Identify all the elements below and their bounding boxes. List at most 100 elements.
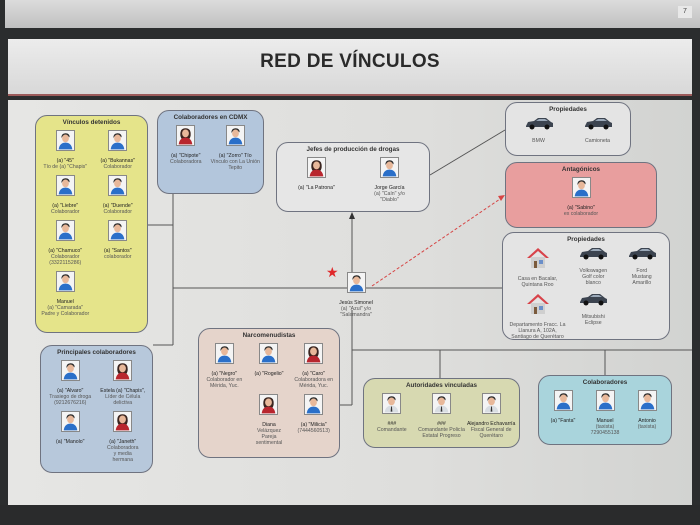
- group-title: Principales colaboradores: [57, 349, 136, 356]
- person-card[interactable]: Manuel(taxista)7290455138: [584, 390, 626, 436]
- connector: [429, 129, 506, 176]
- item-detail: Mustang: [631, 274, 652, 280]
- person-card[interactable]: (a) "Fanta": [542, 390, 584, 436]
- item-detail: Amarillo: [632, 280, 652, 286]
- person-card[interactable]: (a) "Alvaro"Trasiego de droga(9212676216…: [44, 360, 97, 406]
- item-name: Manuel: [56, 299, 74, 305]
- group-title: Vínculos detenidos: [62, 119, 121, 126]
- person-card[interactable]: (a) "Sabino"ex colaborador: [509, 177, 653, 217]
- male-person-icon: [553, 390, 573, 418]
- person-card[interactable]: (a) "Duende"Colaborador: [92, 175, 145, 215]
- item-detail: Colaborador: [50, 209, 80, 215]
- item-name: (a) "Chipote": [171, 153, 201, 159]
- male-person-icon: [108, 175, 128, 203]
- male-person-icon: [55, 220, 75, 248]
- item-detail: Estatal Progreso: [422, 433, 461, 439]
- car-icon: [524, 117, 554, 138]
- person-card[interactable]: (a) "Bukannas"Colaborador: [92, 130, 145, 170]
- person-card[interactable]: (a) "Milicia"(7444560513): [291, 394, 336, 446]
- male-person-icon: [225, 125, 245, 153]
- page-number: 7: [678, 6, 692, 18]
- item-detail: Colaboradora: [107, 445, 139, 451]
- title-bar: RED DE VÍNCULOS: [8, 39, 692, 96]
- page-title: RED DE VÍNCULOS: [260, 51, 440, 72]
- person-card[interactable]: (a) "Liebre"Colaborador: [39, 175, 92, 215]
- item-detail: Tepito: [228, 165, 243, 171]
- person-card[interactable]: (a) "45"Tío de (a) "Chapis": [39, 130, 92, 170]
- person-card[interactable]: Antonio(taxista): [626, 390, 668, 436]
- item-detail: (9212676216): [54, 400, 87, 406]
- item-name: (a) "La Patrona": [298, 185, 335, 191]
- item-detail: Padre y Colaborador: [41, 311, 90, 317]
- item-detail: 7290455138: [590, 430, 620, 436]
- person-card[interactable]: (a) "Rogelio": [247, 343, 292, 389]
- item-detail: Departamento Fracc. La: [509, 322, 566, 328]
- property-item[interactable]: Camioneta: [568, 117, 627, 144]
- item-name: (a) "Alvaro": [57, 388, 84, 394]
- item-name: ###: [387, 421, 397, 427]
- item-detail: Golf color: [582, 274, 605, 280]
- car-icon: [627, 247, 657, 268]
- group-antag: Antagónicos (a) "Sabino"ex colaborador: [505, 162, 657, 228]
- house-icon: [526, 293, 550, 322]
- central-person[interactable]: ★ Jesús Simonel(a) "Azul" y/o"Salamandra…: [326, 264, 382, 318]
- item-name: (a) "Duende": [102, 203, 133, 209]
- female-person-icon: [259, 394, 279, 422]
- officer-person-icon: [382, 393, 402, 421]
- arrow-head: [349, 212, 355, 219]
- house-icon: [526, 247, 550, 276]
- person-card[interactable]: (a) "Manolo": [44, 411, 97, 463]
- item-name: Jorge García: [374, 185, 405, 191]
- person-card[interactable]: ###Comandante: [367, 393, 417, 439]
- item-detail: ex colaborador: [563, 211, 599, 217]
- item-name: (a) "Manolo": [56, 439, 85, 445]
- item-detail: "Diablo": [380, 197, 399, 203]
- group-detenidos: Vínculos detenidos (a) "45"Tío de (a) "Ch…: [35, 115, 148, 333]
- property-item[interactable]: Casa en Bacalar,Quintana Roo: [506, 247, 569, 288]
- star-icon: ★: [326, 264, 339, 280]
- item-name: ###: [437, 421, 446, 427]
- person-card[interactable]: Jorge García(a) "Caín" y/o"Diablo": [353, 157, 426, 203]
- person-card[interactable]: (a) "Santos"colaborador: [92, 220, 145, 266]
- item-detail: Mitsubishi: [581, 314, 605, 320]
- connector-lines: [148, 129, 692, 406]
- item-detail: Llanura A, 102A,: [518, 328, 557, 334]
- property-item[interactable]: BMW: [509, 117, 568, 144]
- item-detail: Mérida, Yuc.: [209, 383, 239, 389]
- item-detail: delictiva: [113, 400, 133, 406]
- person-card[interactable]: (a) "La Patrona": [280, 157, 353, 203]
- item-detail: (7444560513): [297, 428, 330, 434]
- item-detail: colaborador: [104, 254, 132, 260]
- male-person-icon: [214, 343, 234, 371]
- group-items: (a) "Alvaro"Trasiego de droga(9212676216…: [44, 360, 149, 463]
- group-title: Antagónicos: [561, 166, 601, 173]
- item-detail: Fiscal General de: [470, 427, 512, 433]
- item-detail: y media: [113, 451, 132, 457]
- item-detail: Trasiego de droga: [49, 394, 92, 400]
- person-card[interactable]: (a) "Chipote"Colaboradora: [161, 125, 211, 171]
- item-detail: Colaborador: [103, 209, 133, 215]
- item-detail: (taxista): [595, 424, 615, 430]
- item-name: (a) "Santos": [103, 248, 132, 254]
- group-cdmx: Colaboradores en CDMX(a) "Chipote"Colabo…: [157, 110, 264, 194]
- person-card[interactable]: Manuel(a) "Camarada"Padre y Colaborador: [39, 271, 92, 317]
- link-network-diagram: Vínculos detenidos (a) "45"Tío de (a) "Ch…: [8, 100, 692, 505]
- item-detail: Colaborador: [103, 164, 133, 170]
- person-card[interactable]: (a) "Chamuco"Colaborador(3322115286): [39, 220, 92, 266]
- male-person-icon: [304, 394, 324, 422]
